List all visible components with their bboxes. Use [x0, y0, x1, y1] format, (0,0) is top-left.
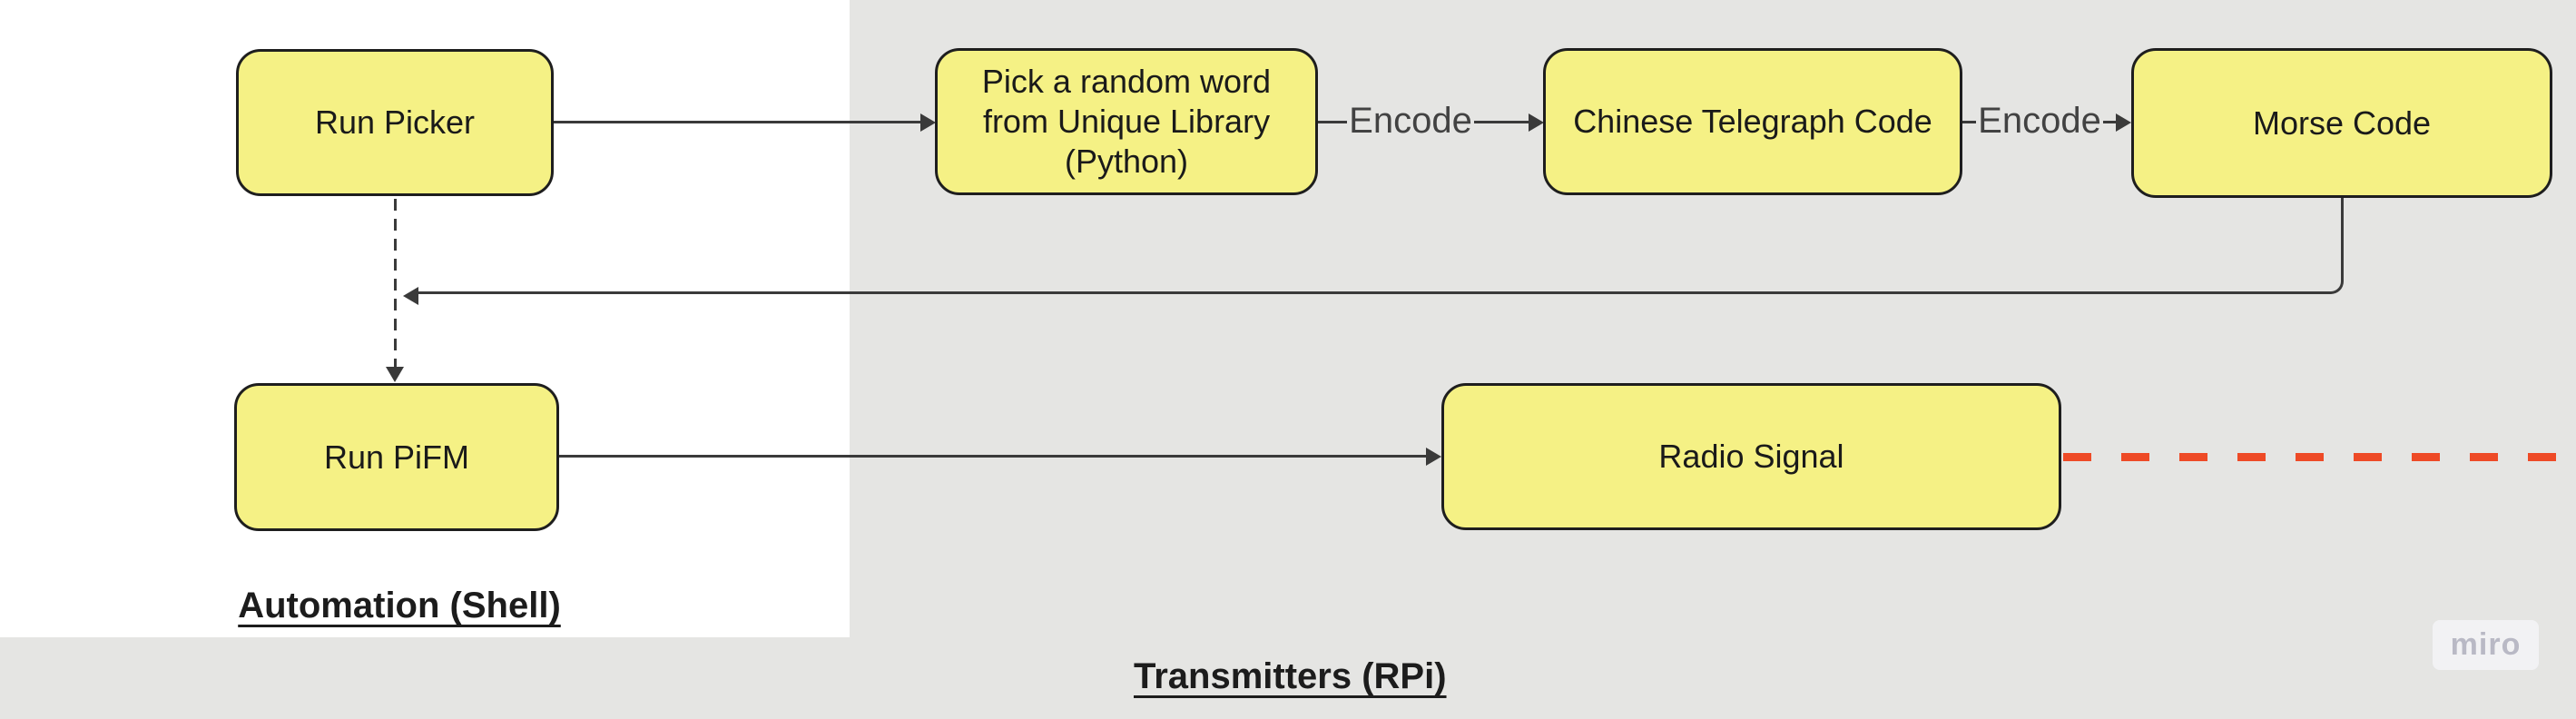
- miro-logo: miro: [2450, 627, 2522, 662]
- arrowhead-right-icon: [1426, 448, 1441, 466]
- arrowhead-right-icon: [1529, 113, 1544, 132]
- node-run-pifm[interactable]: Run PiFM: [234, 383, 559, 531]
- node-pick-random-word[interactable]: Pick a random word from Unique Library (…: [935, 48, 1318, 195]
- miro-watermark: miro: [2433, 620, 2539, 670]
- node-radio-signal[interactable]: Radio Signal: [1441, 383, 2061, 530]
- connector-radiosignal-broadcast-dashed[interactable]: [2063, 453, 2576, 461]
- arrowhead-right-icon: [920, 113, 936, 132]
- node-chinese-telegraph-code[interactable]: Chinese Telegraph Code: [1543, 48, 1962, 195]
- edge-label-encode-1[interactable]: Encode: [1347, 97, 1474, 144]
- node-pick-random-word-label: Pick a random word from Unique Library (…: [981, 63, 1272, 180]
- arrowhead-right-icon: [2116, 113, 2131, 132]
- frame-title-automation[interactable]: Automation (Shell): [238, 586, 561, 625]
- node-run-picker-label: Run Picker: [314, 103, 476, 141]
- frame-title-transmitters[interactable]: Transmitters (RPi): [1134, 656, 1447, 696]
- arrowhead-left-icon: [403, 287, 418, 305]
- connector-morse-loopback[interactable]: [413, 198, 2344, 294]
- connector-runpicker-pickword[interactable]: [554, 121, 920, 123]
- node-run-picker[interactable]: Run Picker: [236, 49, 554, 196]
- node-radio-signal-label: Radio Signal: [1658, 438, 1844, 475]
- node-morse-code-label: Morse Code: [2252, 103, 2432, 142]
- arrowhead-down-icon: [386, 367, 404, 382]
- node-run-pifm-label: Run PiFM: [323, 438, 470, 476]
- edge-label-encode-2[interactable]: Encode: [1976, 97, 2103, 144]
- node-morse-code[interactable]: Morse Code: [2131, 48, 2552, 198]
- node-chinese-telegraph-code-label: Chinese Telegraph Code: [1573, 103, 1932, 140]
- connector-runpifm-radiosignal[interactable]: [559, 455, 1426, 458]
- connector-runpicker-runpifm-dashed[interactable]: [394, 199, 397, 367]
